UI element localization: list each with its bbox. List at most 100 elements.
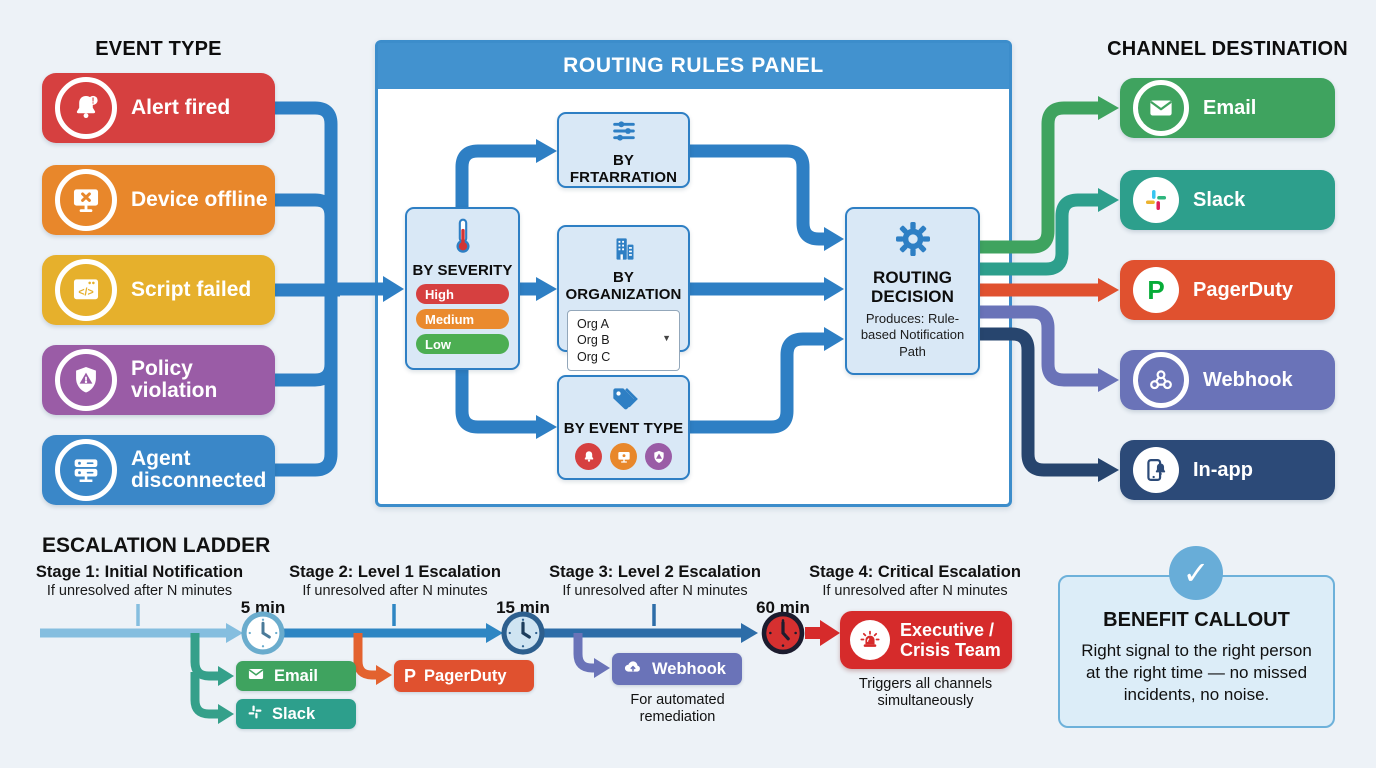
org-option-c: Org C xyxy=(577,349,611,364)
tag-icon xyxy=(607,383,641,420)
severity-pill-low: Low xyxy=(416,334,509,354)
code-window-icon: </> xyxy=(55,259,117,321)
event-box-label: Device offline xyxy=(131,187,268,211)
by-event-type-box: BY EVENT TYPE xyxy=(557,375,690,480)
stage1-email-label: Email xyxy=(274,666,319,685)
alert-bell-icon: ! xyxy=(55,77,117,139)
slack-icon xyxy=(1133,177,1179,223)
server-icon xyxy=(55,439,117,501)
stage-1-subtitle: If unresolved after N minutes xyxy=(46,583,233,599)
channel-label: Slack xyxy=(1193,188,1246,211)
event-box-label: Alert fired xyxy=(131,95,231,119)
by-filtration-box: BY FRTARRATION xyxy=(557,112,690,188)
gear-icon xyxy=(893,219,933,264)
channel-label: Email xyxy=(1203,96,1257,119)
check-icon: ✓ xyxy=(1169,546,1223,600)
stage-3-title: Stage 3: Level 2 Escalation xyxy=(549,563,761,581)
by-severity-title: BY SEVERITY xyxy=(412,262,513,279)
channel-box-email: Email xyxy=(1120,78,1335,138)
stage2-pagerduty-box: P PagerDuty xyxy=(394,660,534,692)
chevron-down-icon: ▼ xyxy=(662,333,671,343)
thermometer-icon xyxy=(446,217,480,262)
stage1-slack-box: Slack xyxy=(236,699,356,729)
slack-icon xyxy=(246,703,264,726)
stage3-webhook-box: Webhook xyxy=(612,653,742,685)
by-organization-title: BY ORGANIZATION xyxy=(565,269,682,303)
org-option-b: Org B xyxy=(577,333,610,348)
envelope-icon xyxy=(1133,80,1189,136)
stage4-note: Triggers all channels simultaneously xyxy=(858,676,993,710)
stage-2-label: Stage 2: Level 1 Escalation If unresolve… xyxy=(285,563,505,599)
stage-1-label: Stage 1: Initial Notification If unresol… xyxy=(32,563,247,599)
mini-shield-icon xyxy=(645,443,672,470)
routing-rules-panel-title: ROUTING RULES PANEL xyxy=(378,43,1009,89)
envelope-icon xyxy=(246,664,266,689)
stage1-email-box: Email xyxy=(236,661,356,691)
by-event-type-title: BY EVENT TYPE xyxy=(563,420,684,437)
stage-4-subtitle: If unresolved after N minutes xyxy=(822,583,1008,599)
event-box-label: Policy violation xyxy=(131,356,218,402)
stage2-pagerduty-label: PagerDuty xyxy=(424,666,507,685)
svg-text:</>: </> xyxy=(78,287,93,299)
event-box-label: Agent disconnected xyxy=(131,446,267,492)
benefit-callout: BENEFIT CALLOUT Right signal to the righ… xyxy=(1058,575,1335,728)
clock-60min-icon xyxy=(760,610,806,661)
svg-text:!: ! xyxy=(92,95,95,105)
escalation-ladder-heading: ESCALATION LADDER xyxy=(42,534,271,557)
channel-label: Webhook xyxy=(1203,368,1293,391)
shield-alert-icon xyxy=(55,349,117,411)
routing-decision-box: ROUTING DECISION Produces: Rule-based No… xyxy=(845,207,980,375)
channel-label: PagerDuty xyxy=(1193,278,1294,301)
event-type-heading: EVENT TYPE xyxy=(95,38,222,60)
time-label-5min: 5 min xyxy=(240,598,286,617)
mini-monitor-icon xyxy=(610,443,637,470)
by-organization-box: BY ORGANIZATION Org A Org B Org C ▼ xyxy=(557,225,690,371)
mini-alert-bell-icon xyxy=(575,443,602,470)
by-filtration-title: BY FRTARRATION xyxy=(569,151,678,186)
channel-box-pagerduty: P PagerDuty xyxy=(1120,260,1335,320)
pagerduty-icon: P xyxy=(1133,267,1179,313)
stage4-executive-label: Executive / Crisis Team xyxy=(900,619,1001,660)
clock-15min-icon xyxy=(500,610,546,661)
channel-box-in-app: In-app xyxy=(1120,440,1335,500)
channel-box-webhook: Webhook xyxy=(1120,350,1335,410)
stage-1-title: Stage 1: Initial Notification xyxy=(35,563,244,581)
stage1-slack-label: Slack xyxy=(272,704,316,723)
stage-3-subtitle: If unresolved after N minutes xyxy=(562,583,748,599)
stage4-executive-box: Executive / Crisis Team xyxy=(840,611,1012,669)
webhook-icon xyxy=(1133,352,1189,408)
event-box-script-failed: </> Script failed xyxy=(42,255,275,325)
channel-box-slack: Slack xyxy=(1120,170,1335,230)
sliders-icon xyxy=(606,115,642,152)
phone-bell-icon xyxy=(1133,447,1179,493)
event-box-alert-fired: ! Alert fired xyxy=(42,73,275,143)
severity-pill-medium: Medium xyxy=(416,309,509,329)
organization-dropdown[interactable]: Org A Org B Org C ▼ xyxy=(567,310,680,371)
channel-destination-heading: CHANNEL DESTINATION xyxy=(1107,38,1348,60)
siren-icon xyxy=(850,620,890,660)
stage-3-label: Stage 3: Level 2 Escalation If unresolve… xyxy=(545,563,765,599)
routing-decision-subtitle: Produces: Rule-based Notification Path xyxy=(860,311,965,359)
routing-decision-title: ROUTING DECISION xyxy=(871,268,954,307)
org-option-a: Org A xyxy=(577,317,609,331)
stage-4-title: Stage 4: Critical Escalation xyxy=(809,563,1021,581)
severity-pill-high: High xyxy=(416,284,509,304)
time-label-60min: 60 min xyxy=(756,598,810,617)
event-box-label: Script failed xyxy=(131,277,252,301)
channel-label: In-app xyxy=(1193,458,1253,481)
clock-5min-icon xyxy=(240,610,286,661)
event-box-agent-disconnected: Agent disconnected xyxy=(42,435,275,505)
stage3-webhook-label: Webhook xyxy=(652,659,726,678)
stage-2-title: Stage 2: Level 1 Escalation xyxy=(289,563,501,581)
pagerduty-icon: P xyxy=(404,666,417,686)
stage3-note: For automated remediation xyxy=(630,692,725,726)
time-label-15min: 15 min xyxy=(496,598,550,617)
by-severity-box: BY SEVERITY High Medium Low xyxy=(405,207,520,370)
monitor-x-icon xyxy=(55,169,117,231)
building-icon xyxy=(608,234,640,269)
stage-2-subtitle: If unresolved after N minutes xyxy=(302,583,488,599)
event-box-policy-violation: Policy violation xyxy=(42,345,275,415)
benefit-callout-body: Right signal to the right person at the … xyxy=(1081,641,1312,705)
stage-4-label: Stage 4: Critical Escalation If unresolv… xyxy=(805,563,1025,599)
